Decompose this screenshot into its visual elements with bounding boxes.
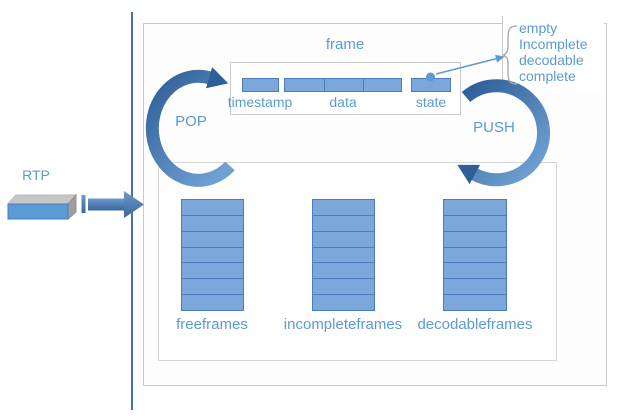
timestamp-label: timestamp (227, 94, 293, 110)
frame-slot (444, 200, 506, 215)
frame-struct-box: timestamp data state (228, 62, 461, 115)
frame-title: frame (325, 36, 365, 53)
frame-slot (444, 246, 506, 263)
state-field-rect (411, 78, 451, 92)
vertical-divider-line (131, 12, 133, 410)
frame-slot (182, 230, 243, 247)
push-label: PUSH (473, 119, 515, 136)
frame-slot (182, 262, 243, 278)
decodableframes-stack (443, 199, 507, 311)
frame-slot (313, 200, 374, 215)
incompleteframes-label: incompleteframes (283, 316, 403, 333)
frame-slot (182, 294, 243, 310)
pop-label: POP (175, 113, 207, 130)
frame-slot (313, 230, 374, 247)
frame-slot (444, 294, 506, 310)
data-segment-divider (363, 79, 364, 91)
state-label: state (415, 94, 447, 110)
rtp-input-arrow-icon (81, 191, 144, 218)
frame-slot (313, 246, 374, 263)
state-option: decodable (519, 52, 584, 68)
timestamp-field-rect (242, 78, 279, 92)
state-callout-list: empty Incomplete decodable complete (519, 20, 587, 84)
frame-slot (444, 278, 506, 294)
data-segment-divider (324, 79, 325, 91)
frame-slot (444, 214, 506, 231)
frame-slot (182, 200, 243, 215)
frame-slot (313, 294, 374, 310)
frame-slot (313, 278, 374, 294)
data-field-rect (284, 78, 402, 92)
freeframes-stack (181, 199, 244, 311)
decodableframes-label: decodableframes (417, 316, 533, 333)
frame-slot (313, 214, 374, 231)
rtp-packet-slab (6, 193, 78, 221)
incompleteframes-stack (312, 199, 375, 311)
frame-slot (313, 262, 374, 278)
frame-slot (444, 230, 506, 247)
frame-slot (444, 262, 506, 278)
frame-slot (182, 214, 243, 231)
state-option: complete (519, 68, 576, 84)
rtp-label: RTP (22, 167, 50, 183)
data-label: data (329, 94, 357, 110)
state-option: empty (519, 20, 558, 36)
state-option: Incomplete (519, 36, 588, 52)
freeframes-label: freeframes (176, 316, 248, 333)
frame-slot (182, 278, 243, 294)
frame-slot (182, 246, 243, 263)
